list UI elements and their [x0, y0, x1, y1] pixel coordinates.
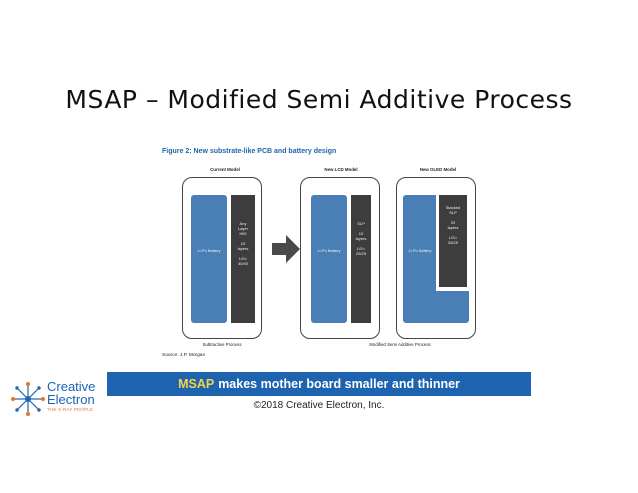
pcb-line: Stacked: [445, 205, 461, 210]
copyright: ©2018 Creative Electron, Inc.: [253, 400, 385, 411]
pcb-line: 10: [240, 241, 246, 246]
banner-keyword: MSAP: [178, 377, 215, 391]
figure-source: Source: J.P. Morgan: [162, 353, 206, 358]
pcb-line: 10: [358, 231, 364, 236]
battery-label: Li-Po Battery: [408, 248, 432, 253]
pcb-line: L/S=: [448, 235, 458, 240]
pcb-line: 25/25: [355, 251, 366, 256]
process-right-label: Modified Semi Additive Process: [369, 342, 431, 347]
creative-electron-logo: Creative Electron THE X-RAY PEOPLE: [10, 378, 110, 418]
pcb-line: 20: [450, 220, 456, 225]
slide-title: MSAP – Modified Semi Additive Process: [65, 85, 573, 114]
battery-current: Li-Po Battery: [191, 195, 227, 323]
pcb-line: Any: [239, 221, 247, 226]
battery-oled: [403, 195, 469, 323]
pcb-line: 25/25: [447, 240, 458, 245]
model-label-lcd: New LCD Model: [324, 167, 358, 172]
logo-line2: Electron: [47, 392, 95, 407]
right-arrow-icon: [272, 235, 300, 263]
atom-burst-icon: [11, 382, 45, 416]
figure: Figure 2: New substrate-like PCB and bat…: [160, 145, 480, 365]
battery-label: Li-Po Battery: [197, 248, 221, 253]
process-left-label: Subtractive Process: [202, 342, 242, 347]
pcb-line: L/S=: [238, 256, 248, 261]
pcb-line: 40/40: [237, 261, 248, 266]
model-label-current: Current Model: [210, 167, 240, 172]
pcb-line: SLP: [357, 221, 365, 226]
msap-banner: MSAP makes mother board smaller and thin…: [107, 372, 531, 396]
pcb-line: layers: [447, 225, 459, 230]
figure-title: Figure 2: New substrate-like PCB and bat…: [162, 148, 337, 155]
battery-label: Li-Po Battery: [317, 248, 341, 253]
battery-lcd: Li-Po Battery: [311, 195, 347, 323]
banner-text: makes mother board smaller and thinner: [218, 377, 460, 391]
pcb-line: L/S=: [356, 246, 366, 251]
logo-tagline: THE X-RAY PEOPLE: [47, 407, 94, 412]
pcb-line: SLP: [449, 210, 457, 215]
pcb-line: layers: [237, 246, 249, 251]
logo-line1: Creative: [47, 379, 96, 394]
pcb-line: Layer: [237, 226, 248, 231]
model-label-oled: New OLED Model: [419, 167, 457, 172]
pcb-line: layers: [355, 236, 367, 241]
pcb-line: HDI: [239, 231, 247, 236]
